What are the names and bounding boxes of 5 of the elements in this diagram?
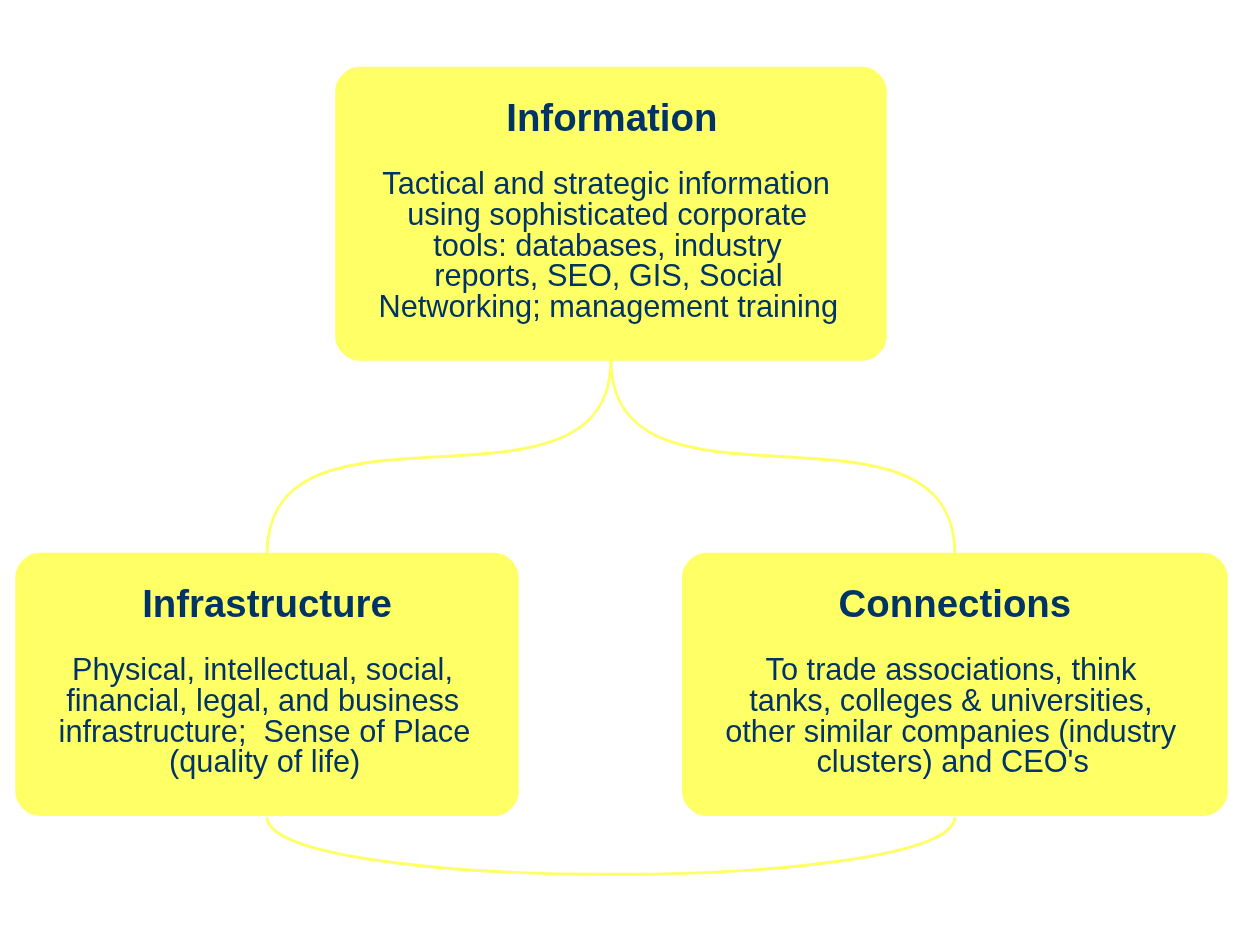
connector [609, 359, 957, 555]
connector [265, 359, 613, 555]
node-box: Information Tactical and strategic information using sophisticated corporate tools: databases, industry reports, SEO, GIS, Social Networking; management training [335, 66, 887, 361]
node-box: Infrastructure Physical, intellectual, social, financial, legal, and business infrastructure; Sense of Place (quality of life) [15, 552, 519, 817]
node-box: Connections To trade associations, think tanks, colleges & universities, other similar companies (industry clusters) and CEO's [682, 552, 1228, 817]
